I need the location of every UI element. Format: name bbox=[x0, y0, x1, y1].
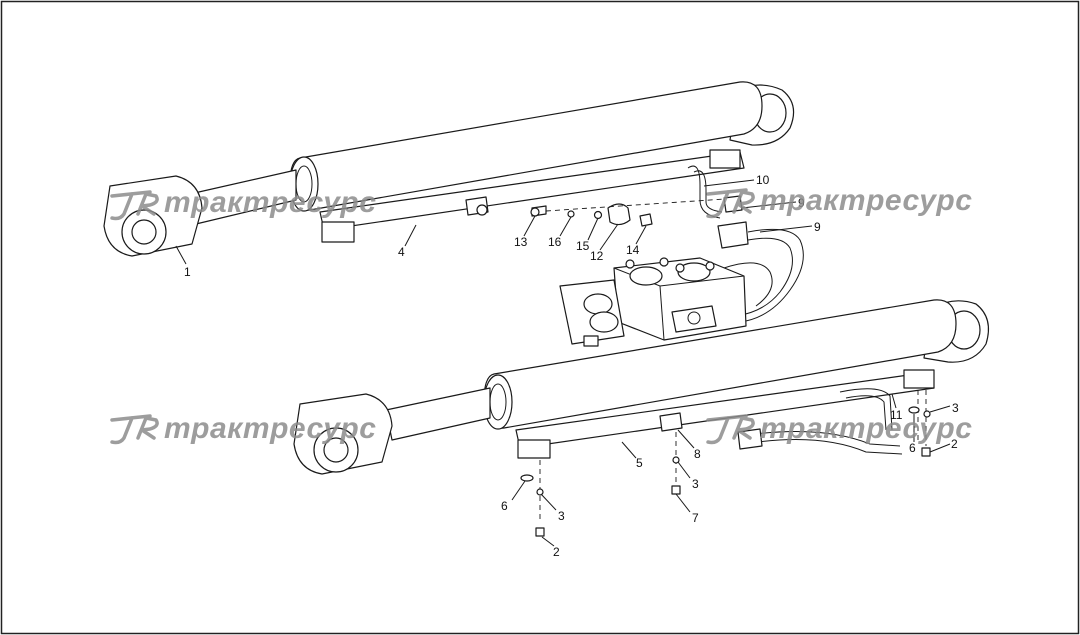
callout-6-left: 6 bbox=[501, 499, 508, 513]
watermark-logo-icon bbox=[706, 414, 755, 445]
callout-4: 4 bbox=[398, 245, 405, 259]
callout-13: 13 bbox=[514, 235, 528, 249]
callout-8: 8 bbox=[694, 447, 701, 461]
fastener-group-upper bbox=[530, 195, 743, 227]
callout-11: 11 bbox=[890, 408, 903, 422]
watermark-text: трактресурс bbox=[760, 412, 972, 445]
callout-16: 16 bbox=[548, 235, 562, 249]
upper-hydraulic-cylinder bbox=[103, 81, 795, 257]
watermark-logo-icon bbox=[706, 188, 755, 219]
callout-labels: 1 4 10 9 9 13 16 15 12 14 11 3 2 6 5 8 3… bbox=[184, 173, 959, 559]
watermark-text: трактресурс bbox=[164, 186, 376, 219]
callout-12: 12 bbox=[590, 249, 604, 263]
callout-3-right: 3 bbox=[952, 401, 959, 415]
leader-lines bbox=[175, 179, 951, 547]
watermark-text: трактресурс bbox=[760, 184, 972, 217]
callout-3-middle: 3 bbox=[692, 477, 699, 491]
callout-9-upper: 9 bbox=[798, 196, 805, 210]
callout-5: 5 bbox=[636, 456, 643, 470]
watermark-bottom-right: трактресурс bbox=[706, 412, 972, 445]
callout-10: 10 bbox=[756, 173, 770, 187]
watermark-top-left: трактресурс bbox=[110, 186, 376, 221]
callout-9-lower: 9 bbox=[814, 220, 821, 234]
control-valve-block bbox=[559, 257, 747, 347]
callout-1: 1 bbox=[184, 265, 191, 279]
callout-7: 7 bbox=[692, 511, 699, 525]
watermark-top-right: трактресурс bbox=[706, 184, 972, 219]
callout-15: 15 bbox=[576, 239, 590, 253]
callout-14: 14 bbox=[626, 243, 640, 257]
callout-3-left: 3 bbox=[558, 509, 565, 523]
callout-2-right: 2 bbox=[951, 437, 958, 451]
callout-2-left: 2 bbox=[553, 545, 560, 559]
watermark-bottom-left: трактресурс bbox=[110, 412, 376, 445]
callout-6-right: 6 bbox=[909, 441, 916, 455]
watermark-logo-icon bbox=[110, 414, 159, 445]
watermark-logo-icon bbox=[110, 190, 159, 221]
lower-hydraulic-cylinder bbox=[293, 299, 989, 475]
watermark-text: трактресурс bbox=[164, 412, 376, 445]
fastener-group-lower bbox=[520, 390, 931, 537]
